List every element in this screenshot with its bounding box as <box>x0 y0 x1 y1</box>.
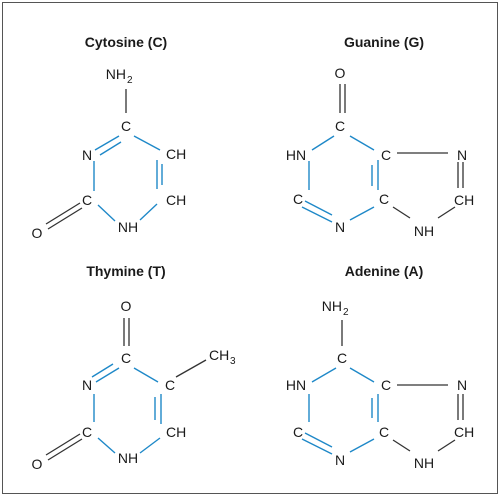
thymine-atom-o: O <box>32 456 43 472</box>
cytosine-atom-nh2: NH <box>106 66 126 82</box>
guanine-bond <box>349 206 375 221</box>
cytosine-bond-double <box>99 141 122 156</box>
adenine-structure: Adenine (A) NH 2 C HN C N C C CH N NH <box>286 263 474 471</box>
adenine-atom-n: N <box>335 452 345 468</box>
adenine-atom-nh2: NH <box>322 298 342 314</box>
thymine-bond-methyl <box>175 359 207 378</box>
adenine-atom-hn: HN <box>286 377 306 393</box>
diagram-frame <box>2 2 498 494</box>
guanine-structure: Guanine (G) O C HN C N C C CH N NH <box>286 34 474 239</box>
adenine-atom-ch: CH <box>454 424 474 440</box>
guanine-atom-hn: HN <box>286 147 306 163</box>
adenine-title: Adenine (A) <box>345 263 424 279</box>
cytosine-structure: Cytosine (C) NH 2 C N CH CH C NH O <box>32 34 187 241</box>
cytosine-atom-c: C <box>82 192 92 208</box>
adenine-atom-c: C <box>381 377 391 393</box>
thymine-bond <box>95 367 120 383</box>
guanine-atom-nh: NH <box>414 223 434 239</box>
cytosine-bond <box>139 203 158 221</box>
guanine-atom-c: C <box>335 118 345 134</box>
thymine-bond <box>133 367 159 383</box>
guanine-atom-c: C <box>381 147 391 163</box>
thymine-atom-ch3-subscript: 3 <box>230 356 236 367</box>
thymine-atom-ch3: CH <box>209 347 229 363</box>
cytosine-bond <box>94 135 120 151</box>
guanine-title: Guanine (G) <box>344 34 424 50</box>
guanine-atom-n: N <box>335 219 345 235</box>
guanine-atom-n: N <box>457 147 467 163</box>
adenine-atom-c: C <box>337 350 347 366</box>
thymine-atom-ch: CH <box>166 424 186 440</box>
cytosine-atom-n: N <box>82 147 92 163</box>
guanine-bond-double <box>304 200 333 216</box>
adenine-atom-c: C <box>293 424 303 440</box>
adenine-bond <box>301 438 333 455</box>
thymine-atom-c: C <box>165 377 175 393</box>
cytosine-bond-carbonyl <box>45 202 81 225</box>
thymine-bond-carbonyl <box>45 433 81 456</box>
cytosine-bond <box>133 135 161 151</box>
guanine-bond <box>349 135 375 151</box>
adenine-bond <box>349 438 375 453</box>
thymine-atom-o: O <box>121 298 132 314</box>
guanine-bond <box>392 206 411 219</box>
cytosine-atom-ch: CH <box>166 146 186 162</box>
adenine-bond <box>437 439 456 452</box>
adenine-atom-nh2-subscript: 2 <box>343 307 349 318</box>
guanine-bond <box>301 206 333 223</box>
cytosine-atom-c: C <box>121 118 131 134</box>
cytosine-atom-ch: CH <box>166 192 186 208</box>
cytosine-atom-nh2-subscript: 2 <box>127 75 133 86</box>
thymine-atom-c: C <box>82 424 92 440</box>
cytosine-title: Cytosine (C) <box>85 34 167 50</box>
adenine-bond <box>349 367 375 383</box>
guanine-atom-ch: CH <box>454 192 474 208</box>
thymine-bond-double <box>91 363 114 378</box>
thymine-structure: Thymine (T) O C CH 3 N C C CH NH O <box>32 263 236 472</box>
adenine-atom-c: C <box>379 424 389 440</box>
thymine-bond-carbonyl <box>47 438 83 461</box>
cytosine-atom-o: O <box>32 225 43 241</box>
guanine-atom-c: C <box>293 191 303 207</box>
cytosine-bond-carbonyl <box>47 207 83 230</box>
adenine-atom-nh: NH <box>414 455 434 471</box>
adenine-bond <box>311 367 337 383</box>
cytosine-atom-nh: NH <box>118 219 138 235</box>
cytosine-bond <box>97 204 116 222</box>
guanine-atom-c: C <box>379 191 389 207</box>
thymine-atom-nh: NH <box>118 450 138 466</box>
guanine-bond <box>311 135 335 151</box>
thymine-atom-c: C <box>121 350 131 366</box>
thymine-bond <box>139 437 161 454</box>
adenine-bond-double <box>304 432 333 448</box>
thymine-title: Thymine (T) <box>86 263 165 279</box>
thymine-bond <box>97 437 116 454</box>
thymine-atom-n: N <box>82 377 92 393</box>
guanine-atom-o: O <box>335 65 346 81</box>
guanine-bond <box>437 206 456 219</box>
adenine-atom-n: N <box>457 377 467 393</box>
adenine-bond <box>392 439 411 452</box>
